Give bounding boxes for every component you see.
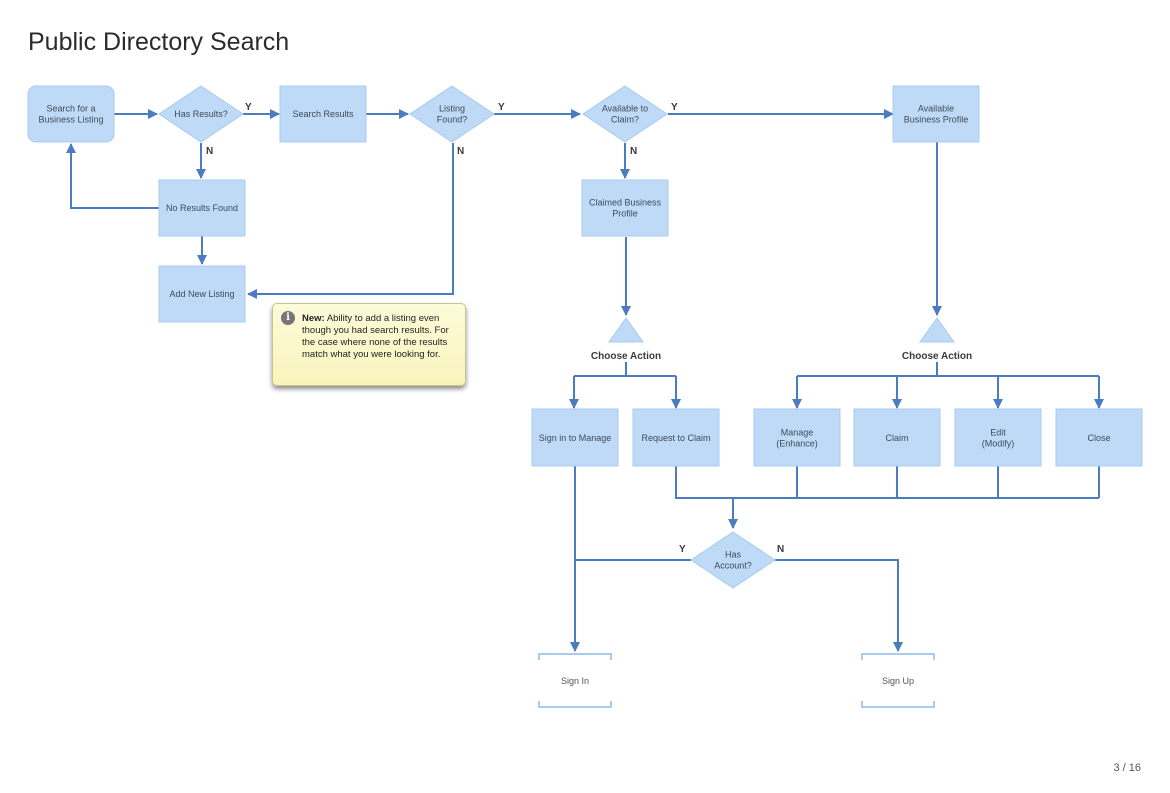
node-label-line: Found? xyxy=(437,115,468,125)
label-yes-available: Y xyxy=(671,102,678,113)
label-add-new-listing: Add New Listing xyxy=(169,289,234,299)
label-edit: Edit(Modify) xyxy=(982,428,1015,449)
node-claimed-profile xyxy=(581,179,669,237)
node-manage xyxy=(753,408,841,467)
node-label-line: Claimed Business xyxy=(589,198,662,208)
connector-listing-found-no xyxy=(247,143,454,299)
node-label-line: (Enhance) xyxy=(776,439,818,449)
connectors xyxy=(66,109,1104,652)
label-yes-has-account: Y xyxy=(679,544,686,555)
node-label-line: Claim xyxy=(885,433,908,443)
node-label-line: Profile xyxy=(612,209,638,219)
node-sign-in-manage xyxy=(531,408,619,467)
branch-labels: Y Y Y N N N Y N xyxy=(206,102,784,555)
label-sign-in-manage: Sign in to Manage xyxy=(539,433,612,443)
decision-has-results xyxy=(158,85,244,143)
node-label-line: Has Results? xyxy=(174,109,228,119)
note-callout: i New: Ability to add a listing even tho… xyxy=(272,303,466,386)
node-label-line: Search for a xyxy=(46,104,95,114)
label-close: Close xyxy=(1087,433,1110,443)
label-request-claim: Request to Claim xyxy=(641,433,710,443)
label-yes-has-results: Y xyxy=(245,102,252,113)
page-title: Public Directory Search xyxy=(28,28,290,56)
connector-has-account-no xyxy=(775,559,903,652)
label-no-has-account: N xyxy=(777,544,784,555)
link-sign-up[interactable]: Sign Up xyxy=(882,676,914,686)
node-label-line: Listing xyxy=(439,104,465,114)
label-choose-action-right: Choose Action xyxy=(902,351,972,362)
node-close xyxy=(1055,408,1143,467)
sign-up-bracket xyxy=(861,653,935,708)
node-label-line: No Results Found xyxy=(166,203,238,213)
decision-available-to-claim xyxy=(582,85,668,143)
info-icon: i xyxy=(281,311,295,325)
node-label-line: Request to Claim xyxy=(641,433,710,443)
connector-actions-merge xyxy=(675,466,1100,499)
note-bold: New: xyxy=(302,313,325,324)
label-yes-listing-found: Y xyxy=(498,102,505,113)
node-label-line: Available xyxy=(918,104,954,114)
node-search-results xyxy=(279,85,367,143)
node-claim xyxy=(853,408,941,467)
node-label-line: Manage xyxy=(781,428,814,438)
connector-no-results-back xyxy=(66,143,159,209)
node-label-line: (Modify) xyxy=(982,439,1015,449)
node-edit xyxy=(954,408,1042,467)
node-label-line: Close xyxy=(1087,433,1110,443)
page-links xyxy=(538,653,935,708)
sign-in-bracket xyxy=(538,653,612,708)
nodes xyxy=(27,85,1143,589)
label-no-listing-found: N xyxy=(457,146,464,157)
node-label-line: Sign in to Manage xyxy=(539,433,612,443)
label-no-available: N xyxy=(630,146,637,157)
node-label-line: Business Profile xyxy=(904,115,969,125)
node-label-line: Search Results xyxy=(292,109,354,119)
node-no-results xyxy=(158,179,246,237)
label-search-results: Search Results xyxy=(292,109,354,119)
decision-listing-found xyxy=(409,85,495,143)
note-text: New: Ability to add a listing even thoug… xyxy=(302,313,462,361)
node-label-line: Claim? xyxy=(611,115,639,125)
decision-has-account xyxy=(690,531,776,589)
label-no-results: No Results Found xyxy=(166,203,238,213)
node-available-profile xyxy=(892,85,980,143)
node-request-claim xyxy=(632,408,720,467)
node-label-line: Has xyxy=(725,550,742,560)
label-no-has-results: N xyxy=(206,146,213,157)
node-add-new-listing xyxy=(158,265,246,323)
label-claim: Claim xyxy=(885,433,908,443)
node-label-line: Available to xyxy=(602,104,648,114)
node-label-line: Account? xyxy=(714,561,752,571)
label-has-results: Has Results? xyxy=(174,109,228,119)
node-label-line: Business Listing xyxy=(38,115,103,125)
label-choose-action-left: Choose Action xyxy=(591,351,661,362)
page-number: 3 / 16 xyxy=(1113,762,1141,774)
node-label-line: Add New Listing xyxy=(169,289,234,299)
note-body: Ability to add a listing even though you… xyxy=(302,313,449,360)
link-sign-in[interactable]: Sign In xyxy=(561,676,589,686)
node-search-listing xyxy=(27,85,115,143)
label-manage: Manage(Enhance) xyxy=(776,428,818,449)
connector-choose-right-split xyxy=(797,362,1099,377)
choose-action-right-triangle xyxy=(919,317,955,343)
choose-action-left-triangle xyxy=(608,317,644,343)
connector-choose-left-split xyxy=(574,362,676,377)
node-label-line: Edit xyxy=(990,428,1006,438)
